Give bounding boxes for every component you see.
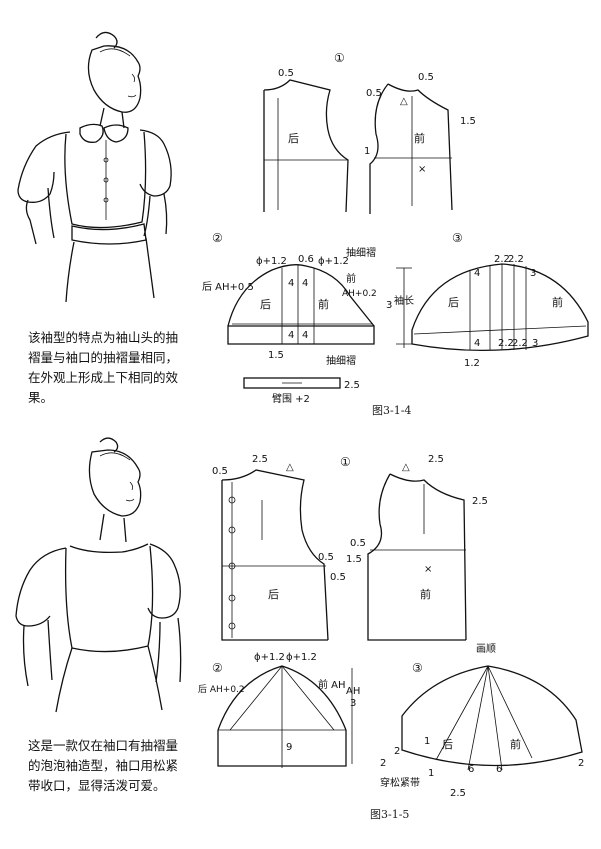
sleeve-front-small: 前 [346, 272, 356, 285]
sleeve-hem-measure: 1.5 [268, 350, 284, 361]
figure-illustration-dress [15, 437, 182, 713]
slash-top-b: 2.2 [508, 254, 524, 265]
back-bodice-label-2: 后 [268, 588, 279, 601]
back-shoulder-measure-2: 2.5 [252, 454, 268, 465]
step3-marker-2: ③ [412, 661, 423, 675]
step2-marker-2: ② [212, 661, 223, 675]
description-1: 该袖型的特点为袖山头的抽褶量与袖口的抽褶量相同，在外观上形成上下相同的效果。 [28, 330, 179, 405]
slash2-elastic: 穿松紧带 [380, 776, 420, 789]
sleeve-back-ah: 后 AH+0.5 [202, 281, 254, 293]
slash-left-top: 4 [474, 268, 480, 279]
back-bodice-label: 后 [288, 132, 299, 145]
sleeve-front-label: 前 [318, 297, 329, 311]
slash2-six-a: 6 [468, 764, 474, 775]
slash2-left-2: 2 [380, 758, 386, 769]
sleeve-gather-top: 抽细褶 [346, 246, 376, 259]
slash-bot-d: 3 [532, 338, 538, 349]
front-bodice-draft-2: 2.5 △ 2.5 0.5 1.5 前 × [346, 454, 488, 641]
step3-marker-1: ③ [452, 231, 463, 245]
front-triangle-mark: △ [400, 96, 408, 107]
front-cross-mark: × [418, 164, 426, 175]
step1-marker-2: ① [340, 455, 351, 469]
front-bodice-label: 前 [414, 131, 425, 145]
back-triangle-2: △ [286, 462, 294, 473]
sleeve-four-d: 4 [302, 330, 308, 341]
back-neck-measure-2: 0.5 [212, 466, 228, 477]
sleeve-top-phi-right: ϕ+1.2 [318, 256, 349, 267]
back-arm-a: 0.5 [318, 552, 334, 563]
slash2-one-b: 1 [428, 768, 434, 779]
cuff-width: 2.5 [344, 380, 360, 391]
figure-illustration-blouse [17, 31, 172, 303]
sleeve-four-b: 4 [302, 278, 308, 289]
slash2-six-b: 6 [496, 764, 502, 775]
sleeve2-front-ah: 前 AH [318, 678, 346, 691]
slash-hem: 1.2 [464, 358, 480, 369]
step2-marker: ② [212, 231, 223, 245]
sleeve2-ah-3: 3 [350, 698, 356, 709]
sleeve-back-label: 后 [260, 298, 271, 311]
caption-3-1-4: 图3-1-4 [372, 404, 411, 417]
front-mark-1: 1 [364, 146, 370, 157]
sleeve-top-phi: ϕ+1.2 [256, 256, 287, 267]
description-2: 这是一款仅在袖口有抽褶量的泡泡袖造型，袖口用松紧带收口，显得活泼可爱。 [28, 738, 179, 793]
front-cross-mark-2: × [424, 564, 432, 575]
slash-bot-b: 2.2 [498, 338, 514, 349]
back-neck-measure: 0.5 [278, 68, 294, 79]
front-arm-b: 1.5 [346, 554, 362, 565]
slashed-sleeve-draft-2: 画顺 后 前 2 1 1 6 6 2 2 穿松紧带 2.5 [380, 643, 584, 799]
slash-right-top: 3 [530, 268, 536, 279]
front-bodice-draft: 0.5 0.5 △ 1.5 1 前 × [364, 72, 476, 214]
cuff-label: 臂围 +2 [272, 392, 310, 405]
sleeve-four-a: 4 [288, 278, 294, 289]
slash-back-label: 后 [448, 296, 459, 309]
slash2-one: 1 [424, 736, 430, 747]
slash2-right-2: 2 [578, 758, 584, 769]
front-shoulder-measure-2: 2.5 [428, 454, 444, 465]
front-neck-measure: 0.5 [366, 88, 382, 99]
sleeve-gather-bottom: 抽细褶 [326, 354, 356, 367]
sleeve2-top-phi-right: ϕ+1.2 [286, 652, 317, 663]
slash-front-label: 前 [552, 295, 563, 309]
sleeve2-ah-label: AH [346, 686, 360, 697]
slash2-two-b: 2 [394, 746, 400, 757]
sleeve2-nine: 9 [286, 742, 292, 753]
slash2-back-label: 后 [442, 738, 453, 751]
front-triangle-2: △ [402, 462, 410, 473]
sleeve-top-mid: 0.6 [298, 254, 314, 265]
slash2-curve-label: 画顺 [476, 643, 496, 655]
slash-bot-c: 2.2 [512, 338, 528, 349]
cuff-band: 2.5 臂围 +2 [243, 377, 360, 405]
sleeve2-back-ah: 后 AH+0.2 [198, 684, 245, 695]
front-side-measure-2: 2.5 [472, 496, 488, 507]
sleeve-length-3: 3 [386, 300, 392, 311]
sleeve-draft-2: ϕ+1.2 ϕ+1.2 后 AH+0.2 前 AH AH 3 9 [198, 652, 360, 768]
front-bodice-label-2: 前 [420, 587, 431, 601]
caption-3-1-5: 图3-1-5 [370, 808, 409, 821]
slash2-front-label: 前 [510, 737, 521, 751]
sleeve2-top-phi: ϕ+1.2 [254, 652, 285, 663]
back-bodice-draft-2: 0.5 2.5 △ 0.5 0.5 后 [212, 454, 346, 641]
slash2-hem: 2.5 [450, 788, 466, 799]
slash-top-a: 2.2 [494, 254, 510, 265]
slash-bot-a: 4 [474, 338, 480, 349]
sleeve-four-c: 4 [288, 330, 294, 341]
front-arm-a: 0.5 [350, 538, 366, 549]
back-bodice-draft: 0.5 后 [263, 68, 349, 213]
sleeve-draft: ϕ+1.2 0.6 ϕ+1.2 抽细褶 后 AH+0.5 前 AH+0.2 袖长… [202, 246, 414, 367]
front-side-measure: 1.5 [460, 116, 476, 127]
back-arm-b: 0.5 [330, 572, 346, 583]
step1-marker: ① [334, 51, 345, 65]
sleeve-front-ah: AH+0.2 [342, 289, 377, 299]
front-shoulder-measure: 0.5 [418, 72, 434, 83]
slashed-sleeve-draft: 2.2 2.2 4 3 后 前 4 2.2 2.2 3 1.2 [411, 254, 589, 369]
